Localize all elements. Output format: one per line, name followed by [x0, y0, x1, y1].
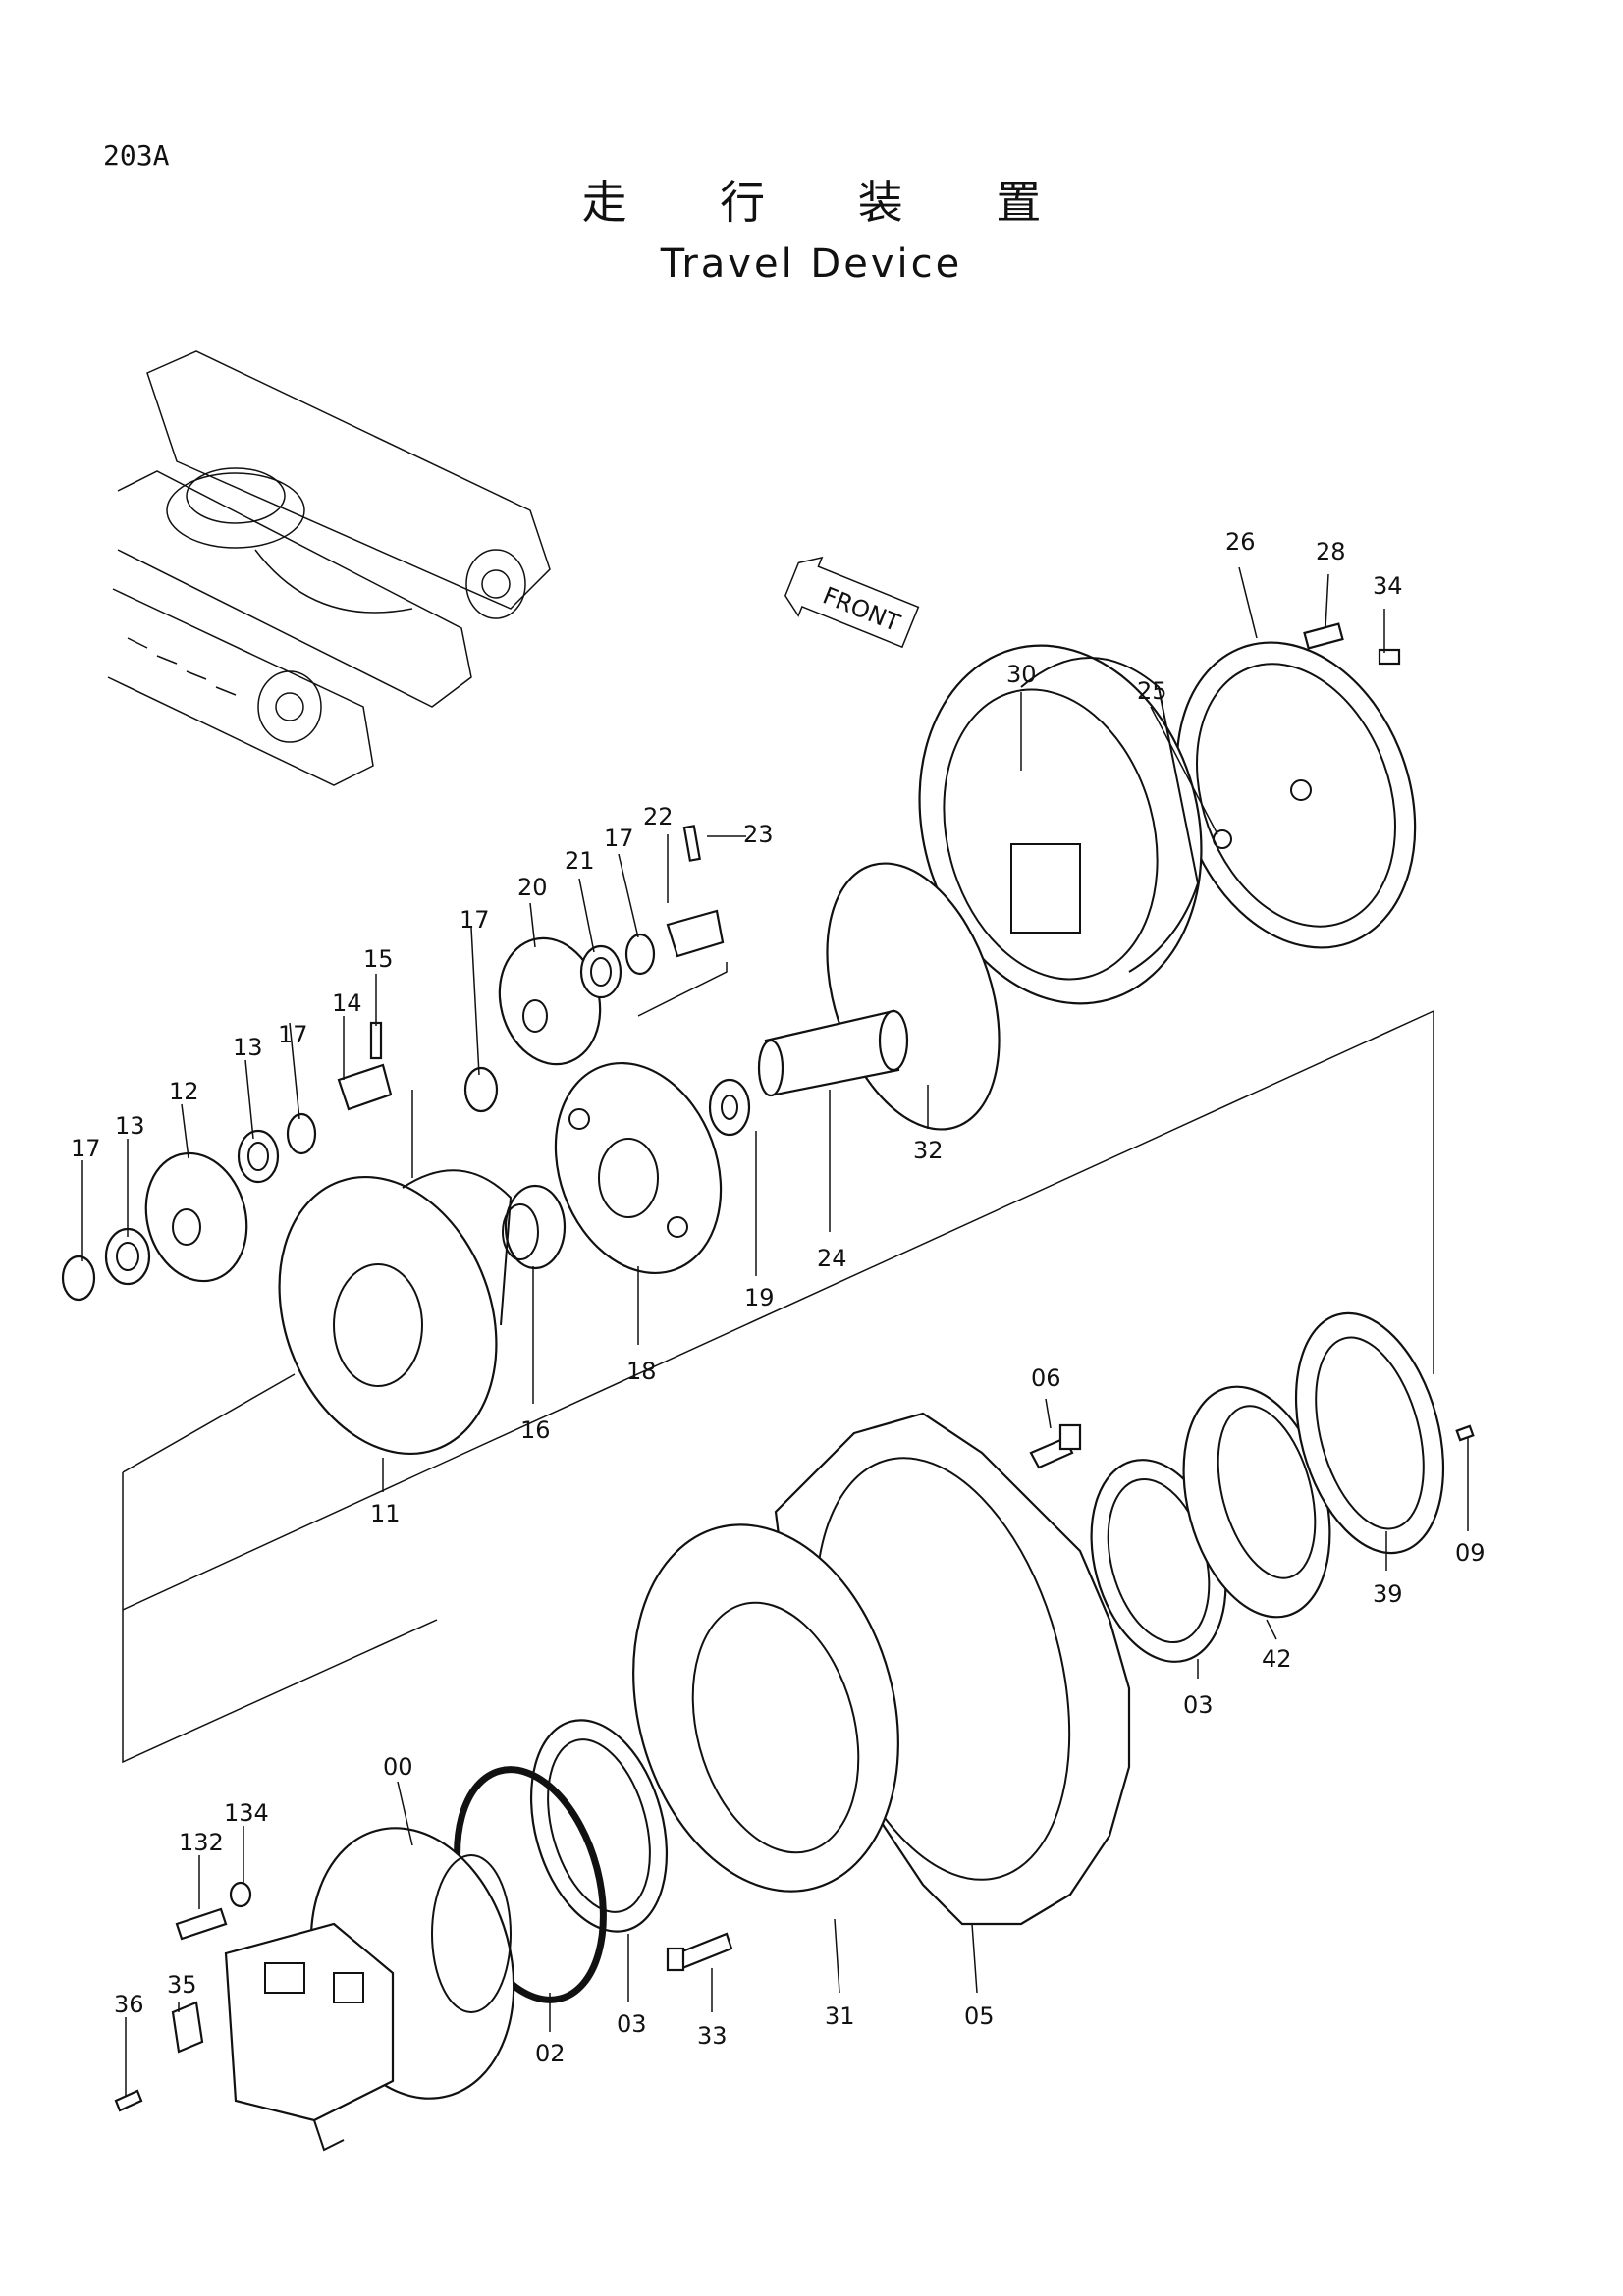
callout-03-lower: 03 — [617, 2010, 647, 2038]
washer-17-mid-left — [286, 1112, 317, 1155]
washer-17-upper — [463, 1066, 499, 1113]
gasket-35 — [171, 2001, 204, 2054]
bolt-06 — [1029, 1423, 1082, 1469]
washer-134 — [229, 1881, 252, 1908]
washer-17-left — [61, 1255, 96, 1302]
carrier-18 — [554, 1061, 723, 1275]
callout-132: 132 — [179, 1829, 224, 1856]
pin-14 — [337, 1063, 393, 1111]
callout-15: 15 — [363, 945, 394, 973]
carrier-11 — [278, 1169, 513, 1456]
callout-12: 12 — [169, 1078, 199, 1105]
bolt-132 — [175, 1907, 228, 1941]
title-block: 走 行 装 置 Travel Device — [0, 167, 1623, 287]
callout-20: 20 — [517, 874, 548, 901]
callout-31: 31 — [825, 2002, 855, 2030]
undercarriage-inset — [107, 350, 551, 786]
callout-17-midleft: 17 — [278, 1021, 308, 1048]
callout-34: 34 — [1373, 572, 1403, 600]
callout-14: 14 — [332, 989, 362, 1017]
callout-17-upper: 17 — [604, 825, 634, 852]
callout-23: 23 — [743, 821, 774, 848]
callout-06: 06 — [1031, 1364, 1061, 1392]
callout-05: 05 — [964, 2002, 995, 2030]
pin-15 — [369, 1021, 383, 1060]
callout-32: 32 — [913, 1137, 944, 1164]
callout-33: 33 — [697, 2022, 728, 2050]
leader-lines — [81, 566, 1469, 2096]
motor-00 — [224, 1827, 515, 2152]
callout-19: 19 — [744, 1284, 775, 1311]
washer-17-mid — [624, 933, 656, 976]
bolt-28 — [1303, 622, 1344, 650]
callout-30: 30 — [1006, 661, 1037, 688]
front-label: FRONT — [819, 581, 904, 637]
ring-gear-42 — [1182, 1385, 1331, 1619]
bolt-36 — [114, 2089, 143, 2112]
hub-31 — [632, 1523, 899, 1893]
pin-22 — [666, 909, 725, 958]
plug-34 — [1378, 648, 1401, 666]
callout-18: 18 — [626, 1358, 657, 1385]
callout-134: 134 — [224, 1799, 269, 1827]
callouts: 26 28 34 30 25 22 23 21 17 20 17 15 14 1… — [71, 528, 1486, 2067]
callout-13-right: 13 — [233, 1034, 263, 1061]
page-title-en: Travel Device — [660, 241, 963, 287]
callout-36: 36 — [114, 1991, 144, 2018]
callout-24: 24 — [817, 1245, 847, 1272]
bearing-13-left — [104, 1227, 151, 1286]
bearing-13-right — [237, 1129, 280, 1184]
page-code: 203A — [103, 139, 170, 172]
callout-22: 22 — [643, 803, 674, 830]
callout-16: 16 — [520, 1416, 551, 1444]
callout-00: 00 — [383, 1753, 413, 1781]
plate-39 — [1294, 1311, 1445, 1555]
page-title-jp: 走 行 装 置 — [581, 176, 1081, 229]
callout-09: 09 — [1455, 1539, 1486, 1567]
callout-17-left: 17 — [71, 1135, 101, 1162]
front-arrow: FRONT — [784, 556, 920, 649]
callout-21: 21 — [565, 847, 595, 875]
shaft-24 — [757, 1009, 909, 1097]
callout-13-left: 13 — [115, 1112, 145, 1140]
callout-03-upper: 03 — [1183, 1691, 1214, 1719]
pin-23 — [682, 825, 701, 862]
callout-17-mid: 17 — [460, 906, 490, 934]
callout-35: 35 — [167, 1971, 197, 1999]
gear-12 — [144, 1151, 248, 1283]
seal-03-lower — [529, 1719, 669, 1933]
washer-19 — [708, 1078, 751, 1137]
gear-16 — [502, 1184, 567, 1270]
callout-28: 28 — [1316, 538, 1346, 565]
pin-09 — [1455, 1424, 1475, 1442]
bolt-33 — [666, 1932, 733, 1972]
bearing-21 — [579, 944, 622, 999]
callout-02: 02 — [535, 2040, 566, 2067]
callout-26: 26 — [1225, 528, 1256, 556]
callout-25: 25 — [1137, 677, 1167, 705]
callout-39: 39 — [1373, 1580, 1403, 1608]
callout-11: 11 — [370, 1500, 401, 1527]
cover-plate-26 — [1175, 641, 1417, 949]
callout-42: 42 — [1262, 1645, 1292, 1673]
assembly-lines — [122, 962, 1434, 1764]
